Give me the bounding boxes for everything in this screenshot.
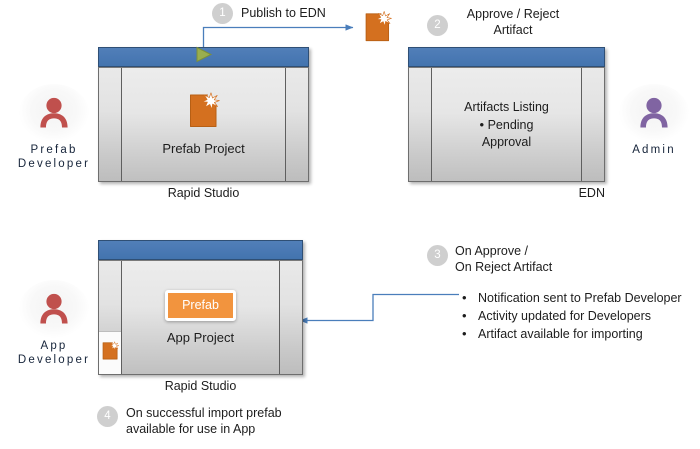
list-item: Artifact available for importing bbox=[462, 325, 692, 343]
bullet-dot: • bbox=[479, 116, 485, 132]
actor-label: Prefab Developer bbox=[17, 144, 91, 170]
artifact-tray[interactable] bbox=[99, 331, 121, 374]
person-icon bbox=[640, 97, 668, 128]
window-title-bar[interactable] bbox=[98, 240, 303, 260]
window-left-rail[interactable] bbox=[409, 68, 432, 181]
window-body: Prefab Project bbox=[98, 67, 309, 182]
window-title-bar[interactable] bbox=[408, 47, 605, 67]
window-body: Artifacts Listing • Pending Approval bbox=[408, 67, 605, 182]
step-badge-1: 1 bbox=[212, 3, 233, 24]
actor-glow bbox=[19, 84, 89, 142]
window-caption-rapid-studio-prefab: Rapid Studio bbox=[167, 186, 240, 200]
artifacts-listing: Artifacts Listing • Pending Approval bbox=[464, 99, 549, 151]
window-edn[interactable]: Artifacts Listing • Pending Approval bbox=[408, 47, 605, 182]
window-rapid-studio-prefab[interactable]: Prefab Project bbox=[98, 46, 309, 182]
actor-label: App Developer bbox=[17, 340, 91, 366]
artifact-icon bbox=[187, 92, 221, 135]
actor-admin: Admin bbox=[606, 84, 700, 157]
outcome-list: Notification sent to Prefab Developer Ac… bbox=[462, 289, 692, 344]
window-left-rail[interactable] bbox=[99, 261, 122, 374]
project-label: App Project bbox=[166, 329, 235, 345]
window-right-rail[interactable] bbox=[581, 68, 604, 181]
step-text-3: On Approve / On Reject Artifact bbox=[455, 244, 553, 274]
actor-label: Admin bbox=[632, 144, 676, 156]
wire-approve-to-app bbox=[299, 293, 459, 324]
step-badge-3: 3 bbox=[427, 245, 448, 266]
actor-glow bbox=[19, 280, 89, 338]
artifacts-listing-item-label: Pending Approval bbox=[481, 117, 534, 149]
window-right-rail[interactable] bbox=[285, 68, 308, 181]
window-caption-edn: EDN bbox=[578, 186, 605, 200]
prefab-chip-button[interactable]: Prefab bbox=[165, 289, 236, 321]
window-body: Prefab App Project bbox=[98, 260, 303, 375]
artifacts-listing-title: Artifacts Listing bbox=[464, 99, 549, 114]
artifact-icon bbox=[101, 340, 120, 366]
window-main-panel[interactable]: Prefab App Project bbox=[122, 261, 279, 374]
step-badge-4: 4 bbox=[97, 406, 118, 427]
window-caption-rapid-studio-app: Rapid Studio bbox=[164, 379, 237, 393]
list-item: Activity updated for Developers bbox=[462, 307, 692, 325]
list-item: Notification sent to Prefab Developer bbox=[462, 289, 692, 307]
actor-glow bbox=[619, 84, 689, 142]
project-label: Prefab Project bbox=[162, 141, 245, 156]
artifacts-listing-item: • Pending Approval bbox=[464, 116, 549, 151]
window-title-bar[interactable] bbox=[98, 46, 309, 68]
window-right-rail[interactable] bbox=[279, 261, 302, 374]
step-badge-2: 2 bbox=[427, 15, 448, 36]
step-text-1: Publish to EDN bbox=[241, 6, 326, 20]
play-triangle-icon bbox=[195, 46, 213, 68]
window-left-rail[interactable] bbox=[99, 68, 122, 181]
person-icon bbox=[40, 97, 68, 128]
actor-app-developer: App Developer bbox=[6, 280, 102, 367]
window-main-panel[interactable]: Artifacts Listing • Pending Approval bbox=[432, 68, 581, 181]
window-rapid-studio-app[interactable]: Prefab App Project bbox=[98, 240, 303, 375]
artifact-icon-published bbox=[363, 10, 700, 49]
window-main-panel[interactable]: Prefab Project bbox=[122, 68, 285, 181]
actor-prefab-developer: Prefab Developer bbox=[6, 84, 102, 171]
person-icon bbox=[40, 293, 68, 324]
step-text-4: On successful import prefab available fo… bbox=[126, 406, 282, 436]
step-text-2: Approve / Reject Artifact bbox=[466, 7, 560, 37]
